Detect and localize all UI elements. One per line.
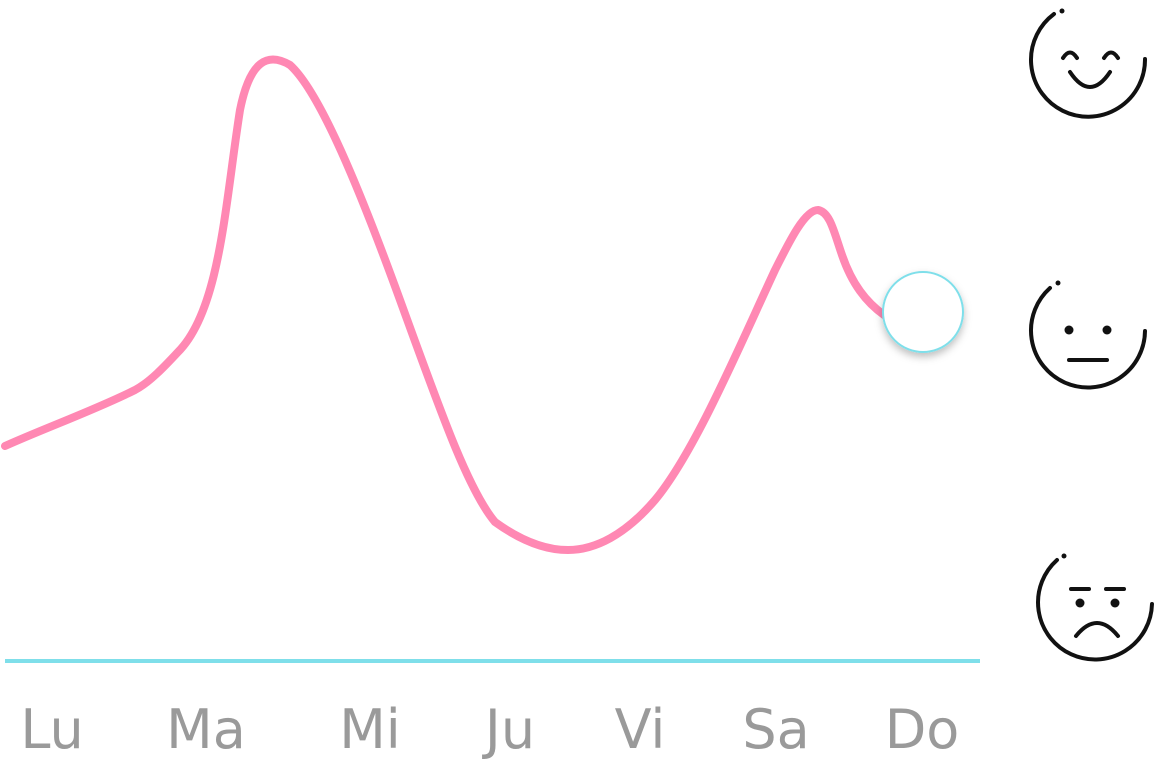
x-tick-label-mi: Mi [339, 698, 401, 761]
mood-series-line [1, 55, 888, 555]
current-value-marker[interactable] [882, 271, 964, 353]
x-tick-label-ju: Ju [482, 698, 535, 761]
x-tick-label-sa: Sa [742, 698, 809, 761]
x-tick-label-ma: Ma [166, 698, 246, 761]
neutral-face-icon [1029, 280, 1147, 390]
x-tick-label-lu: Lu [20, 698, 83, 761]
happy-face-icon [1029, 8, 1148, 119]
x-axis-labels: Lu Ma Mi Ju Vi Sa Do [20, 698, 959, 761]
x-tick-label-do: Do [885, 698, 960, 761]
x-tick-label-vi: Vi [615, 698, 666, 761]
sad-face-icon [1036, 553, 1154, 662]
